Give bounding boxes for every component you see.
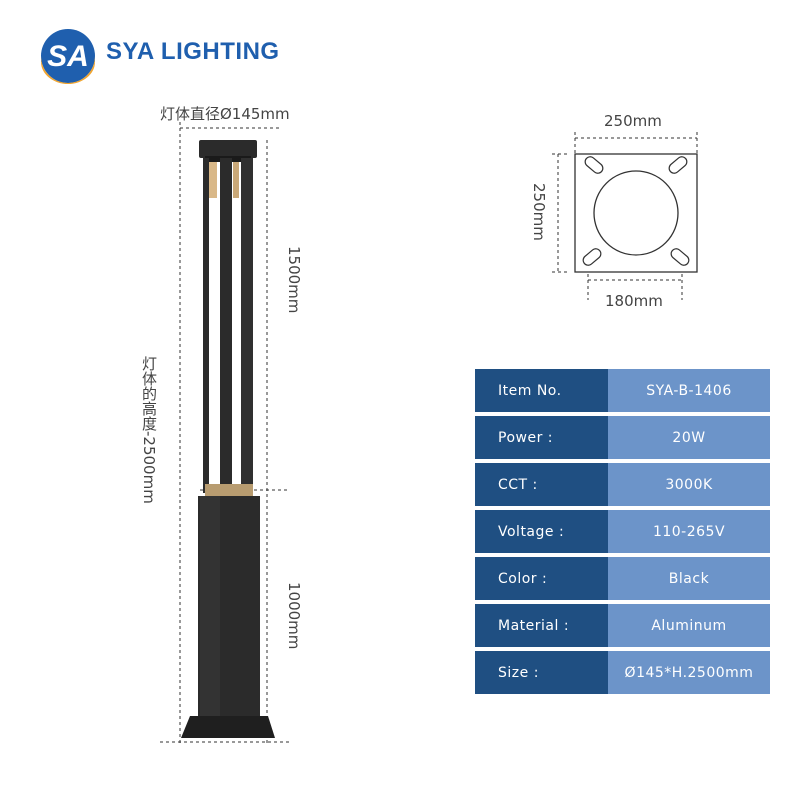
spec-key: CCT : [475,461,608,510]
spec-key: Size : [475,649,608,694]
spec-key: Color : [475,555,608,604]
spec-value: Black [608,555,770,604]
spec-row: Color :Black [475,555,770,604]
spec-value: Ø145*H.2500mm [608,649,770,694]
spec-value: 110-265V [608,508,770,557]
spec-row: Power :20W [475,414,770,463]
brand-name: SYA LIGHTING [106,38,280,65]
spec-value: Aluminum [608,602,770,651]
spec-row: CCT :3000K [475,461,770,510]
total-height-label: 灯体的高度-2500mm [140,356,158,504]
lower-height-label: 1000mm [285,582,303,650]
spec-row: Size :Ø145*H.2500mm [475,649,770,694]
base-height-label: 250mm [530,183,548,241]
spec-row: Voltage :110-265V [475,508,770,557]
svg-text:SA: SA [47,40,89,73]
base-width-label: 250mm [604,112,662,130]
spec-value: SYA-B-1406 [608,369,770,416]
upper-height-label: 1500mm [285,246,303,314]
spec-key: Power : [475,414,608,463]
spec-value: 3000K [608,461,770,510]
spec-key: Material : [475,602,608,651]
spec-key: Item No. [475,369,608,416]
diameter-label: 灯体直径Ø145mm [160,105,290,123]
spec-row: Material :Aluminum [475,602,770,651]
spec-row: Item No.SYA-B-1406 [475,369,770,416]
spec-value: 20W [608,414,770,463]
spec-key: Voltage : [475,508,608,557]
hole-spacing-label: 180mm [605,292,663,310]
